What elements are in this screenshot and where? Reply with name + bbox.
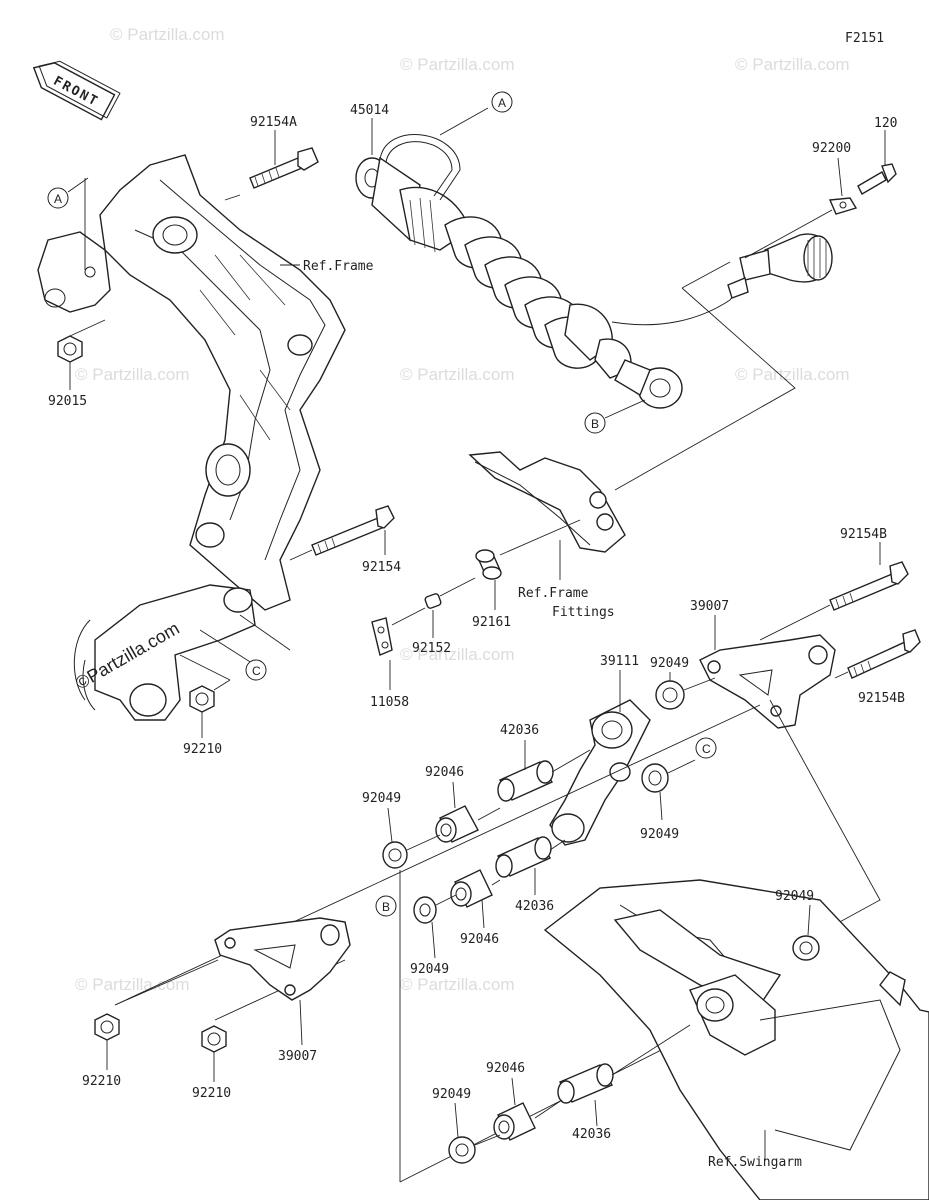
svg-text:B: B [382, 900, 390, 914]
part-label: 92049 [775, 889, 814, 904]
watermark: © Partzilla.com [400, 975, 515, 994]
ref-swingarm-label: Ref.Swingarm [708, 1155, 802, 1170]
clamp-11058 [371, 607, 426, 690]
watermark: © Partzilla.com [75, 365, 190, 384]
part-label: 92049 [432, 1087, 471, 1102]
ref-frame-label: Ref.Frame [303, 259, 374, 274]
ref-frame-fittings-label-2: Fittings [552, 605, 615, 620]
collar-42036-a [497, 740, 591, 802]
watermark: © Partzilla.com [400, 365, 515, 384]
washer-92049-b [641, 759, 696, 821]
part-label: 92154B [858, 691, 905, 706]
collar-42036-c [557, 1024, 691, 1127]
part-label: 42036 [500, 723, 539, 738]
plate-39007-bottom [214, 917, 351, 1046]
ref-frame-fittings-label: Ref.Frame [518, 586, 589, 601]
part-label: 92210 [192, 1086, 231, 1101]
leader-lines [114, 959, 219, 1006]
washer-92049-e [792, 904, 820, 961]
part-label: 92015 [48, 394, 87, 409]
part-label: 39007 [690, 599, 729, 614]
watermark: © Partzilla.com [110, 25, 225, 44]
callout-b-bottom: B [375, 895, 397, 917]
part-label: 92049 [650, 656, 689, 671]
collar-92152 [424, 577, 476, 638]
part-label: 45014 [350, 103, 389, 118]
svg-text:A: A [498, 96, 506, 110]
part-label: 92210 [82, 1074, 121, 1089]
callout-c-right: C [695, 737, 717, 759]
watermark: © Partzilla.com [735, 55, 850, 74]
callout-a-top: A [491, 91, 513, 113]
bolt-92154 [289, 505, 395, 561]
bolt-92154B-1 [759, 542, 909, 641]
washer-92049-c [382, 807, 441, 869]
washer-92049-d [413, 894, 457, 959]
bracket-92200 [744, 157, 858, 259]
part-label: 92154A [250, 115, 297, 130]
leader-lines [614, 261, 796, 491]
bolt-120 [857, 130, 897, 195]
part-label: 92046 [486, 1061, 525, 1076]
part-labels: 92154A 45014 120 92200 92015 92154 92152… [48, 103, 905, 1142]
diagram-code: F2151 [845, 31, 884, 46]
collar-92161 [475, 519, 581, 610]
upper-left-bracket [37, 178, 111, 313]
callout-c-left: C [245, 659, 267, 681]
part-label: 120 [874, 116, 897, 131]
part-label: 92154 [362, 560, 401, 575]
watermark: © Partzilla.com [75, 975, 190, 994]
frame-bracket [99, 154, 346, 611]
bearing-92046-c [493, 1077, 563, 1141]
part-label: 92161 [472, 615, 511, 630]
shock-absorber-45014 [355, 107, 833, 409]
nut-92210-top [189, 679, 231, 738]
ref-labels: Ref.Frame Ref.Frame Fittings Ref.Swingar… [280, 259, 802, 1170]
leader-lines [769, 699, 881, 931]
bearing-92046-b [450, 869, 501, 929]
lower-left-link: ©Partzilla.com [72, 584, 291, 721]
watermark: © Partzilla.com [400, 55, 515, 74]
nut-92015 [57, 319, 106, 390]
part-label: 11058 [370, 695, 409, 710]
callout-a-left: A [47, 177, 89, 209]
part-label: 92049 [640, 827, 679, 842]
svg-text:A: A [54, 192, 62, 206]
part-label: 92046 [460, 932, 499, 947]
front-arrow-icon: FRONT [32, 60, 121, 121]
nut-92210-right [201, 1025, 227, 1082]
part-label: 92049 [410, 962, 449, 977]
part-label: 42036 [515, 899, 554, 914]
part-label: 92152 [412, 641, 451, 656]
part-label: 92210 [183, 742, 222, 757]
link-39111 [549, 670, 651, 846]
bolt-92154A [224, 130, 319, 201]
washer-92049-f [448, 1102, 501, 1164]
part-label: 92049 [362, 791, 401, 806]
swingarm [543, 879, 929, 1200]
watermark: © Partzilla.com [735, 365, 850, 384]
watermark: © Partzilla.com [400, 645, 515, 664]
nut-92210-left [94, 1013, 120, 1070]
part-label: 92046 [425, 765, 464, 780]
svg-text:C: C [702, 742, 711, 756]
part-label: 92154B [840, 527, 887, 542]
callout-b-top: B [584, 399, 646, 434]
svg-text:C: C [252, 664, 261, 678]
bolt-92154B-2 [834, 629, 921, 679]
washer-92049-a [655, 672, 716, 710]
collar-42036-b [495, 836, 566, 895]
part-label: 39007 [278, 1049, 317, 1064]
part-label: 42036 [572, 1127, 611, 1142]
part-label: 39111 [600, 654, 639, 669]
plate-39007-top [699, 615, 836, 729]
svg-text:B: B [591, 417, 599, 431]
bearing-92046-a [435, 781, 501, 843]
part-label: 92200 [812, 141, 851, 156]
frame-fitting [468, 451, 626, 580]
